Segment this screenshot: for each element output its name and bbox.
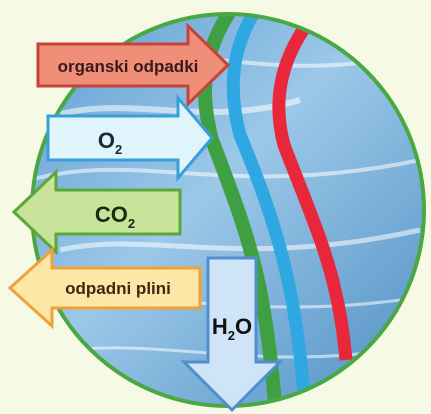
organic-waste-arrow: organski odpadki: [36, 22, 231, 108]
oxygen-label: O2: [98, 128, 122, 157]
waste-gases-label: odpadni plini: [65, 279, 171, 298]
blue-band: [226, 14, 313, 406]
carbon-dioxide-subscript: 2: [128, 216, 135, 231]
water-arrow: H2O: [180, 256, 284, 413]
oxygen-subscript: 2: [115, 142, 122, 157]
water-subscript: 2: [228, 328, 235, 343]
carbon-dioxide-arrow: CO2: [11, 168, 182, 256]
water-base-o: O: [235, 314, 252, 339]
water-label: H2O: [212, 314, 252, 343]
red-band: [272, 14, 353, 361]
carbon-dioxide-label: CO2: [95, 202, 135, 231]
water-base-h: H: [212, 314, 228, 339]
organic-waste-label: organski odpadki: [58, 57, 199, 76]
waste-gases-arrow: odpadni plini: [7, 246, 202, 330]
carbon-dioxide-base: CO: [95, 202, 128, 227]
oxygen-arrow: O2: [46, 93, 214, 183]
oxygen-base: O: [98, 128, 115, 153]
